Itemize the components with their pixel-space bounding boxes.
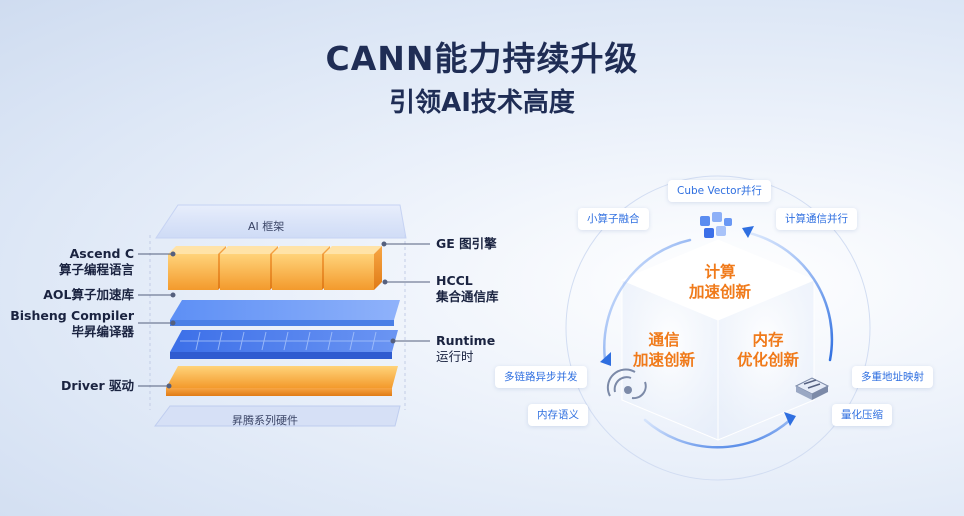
compute-innovation: 计算 加速创新 bbox=[688, 263, 751, 301]
ge-label: GE 图引擎 bbox=[436, 236, 497, 251]
cycle-arrows bbox=[603, 230, 834, 449]
memory-innovation: 内存 优化创新 bbox=[736, 331, 799, 369]
hardware-layer bbox=[154, 405, 401, 427]
memory-icon bbox=[794, 377, 830, 400]
arrow-heads bbox=[600, 226, 796, 426]
driver-layer bbox=[166, 366, 398, 396]
operator-cubes bbox=[168, 246, 382, 290]
page-subtitle: 引领AI技术高度 bbox=[389, 88, 575, 118]
right-leaders bbox=[381, 241, 430, 344]
communication-icon bbox=[606, 368, 647, 400]
compiler-layer bbox=[170, 300, 400, 326]
driver-label: Driver 驱动 bbox=[61, 378, 134, 393]
chip-cube-vector: Cube Vector并行 bbox=[668, 180, 771, 202]
stack-frame bbox=[149, 235, 406, 410]
runtime-layer bbox=[170, 330, 398, 359]
chip-multilink-async: 多链路异步并发 bbox=[495, 366, 587, 388]
left-leaders bbox=[138, 251, 176, 389]
chip-compute-comm-parallel: 计算通信并行 bbox=[776, 208, 857, 230]
runtime-label: Runtime 运行时 bbox=[436, 333, 496, 364]
outer-ring bbox=[565, 175, 871, 481]
framework-layer bbox=[155, 204, 407, 239]
ascend-c-label: Ascend C 算子编程语言 bbox=[58, 246, 134, 277]
chip-memory-semantics: 内存语义 bbox=[528, 404, 588, 426]
center-cube bbox=[620, 239, 816, 441]
chip-multi-address-mapping: 多重地址映射 bbox=[852, 366, 933, 388]
compute-icon bbox=[700, 212, 732, 238]
bisheng-label: Bisheng Compiler 毕昇编译器 bbox=[10, 308, 134, 339]
communication-innovation: 通信 加速创新 bbox=[632, 331, 695, 369]
framework-label: AI 框架 bbox=[248, 220, 285, 233]
chip-quantization-compression: 量化压缩 bbox=[832, 404, 892, 426]
hardware-label: 昇腾系列硬件 bbox=[232, 414, 298, 427]
page-title: CANN能力持续升级 bbox=[325, 39, 639, 78]
hccl-label: HCCL 集合通信库 bbox=[436, 273, 499, 304]
aol-label: AOL算子加速库 bbox=[43, 287, 134, 302]
chip-small-op-fusion: 小算子融合 bbox=[578, 208, 649, 230]
